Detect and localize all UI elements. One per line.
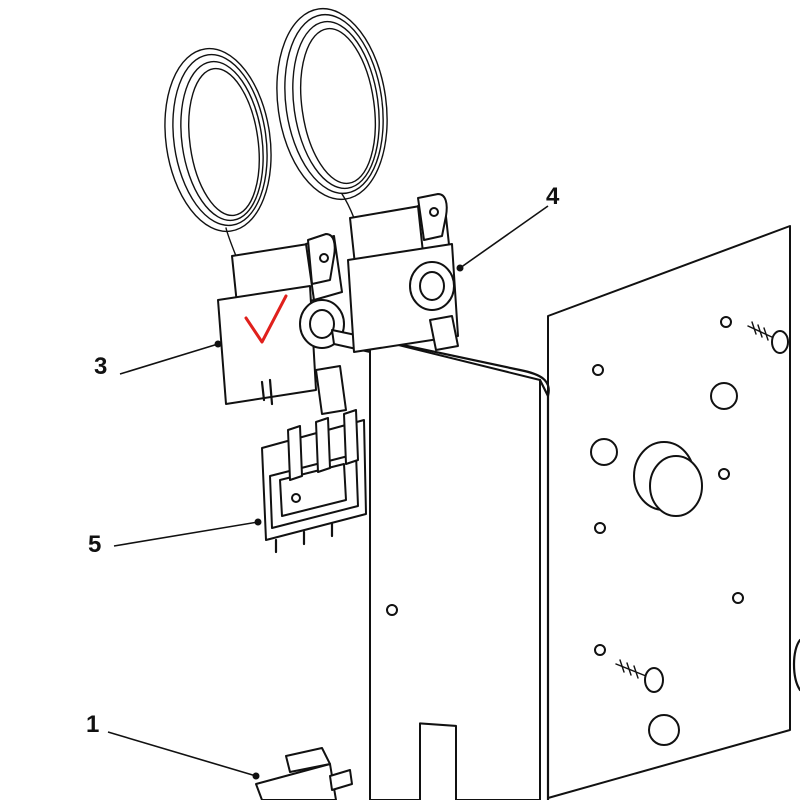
callout-4: 4 xyxy=(546,183,560,210)
plate-knob xyxy=(633,441,703,517)
plate-hole xyxy=(386,604,398,616)
callout-5: 5 xyxy=(88,531,101,558)
left-capillary-coil xyxy=(164,47,272,257)
mounting-plate xyxy=(368,225,800,800)
lower-screw xyxy=(615,659,664,693)
terminal-block-5 xyxy=(261,409,367,554)
callout-1: 1 xyxy=(86,711,99,738)
right-capillary-coil xyxy=(276,7,388,219)
thermostat-3 xyxy=(217,233,371,415)
red-checkmark-icon xyxy=(244,294,288,344)
callout-3: 3 xyxy=(94,353,107,380)
upper-screw xyxy=(747,321,789,354)
switch-1 xyxy=(255,747,353,800)
plate-slot xyxy=(419,722,457,800)
leader-lines xyxy=(107,205,549,780)
thermostat-4 xyxy=(347,193,459,353)
